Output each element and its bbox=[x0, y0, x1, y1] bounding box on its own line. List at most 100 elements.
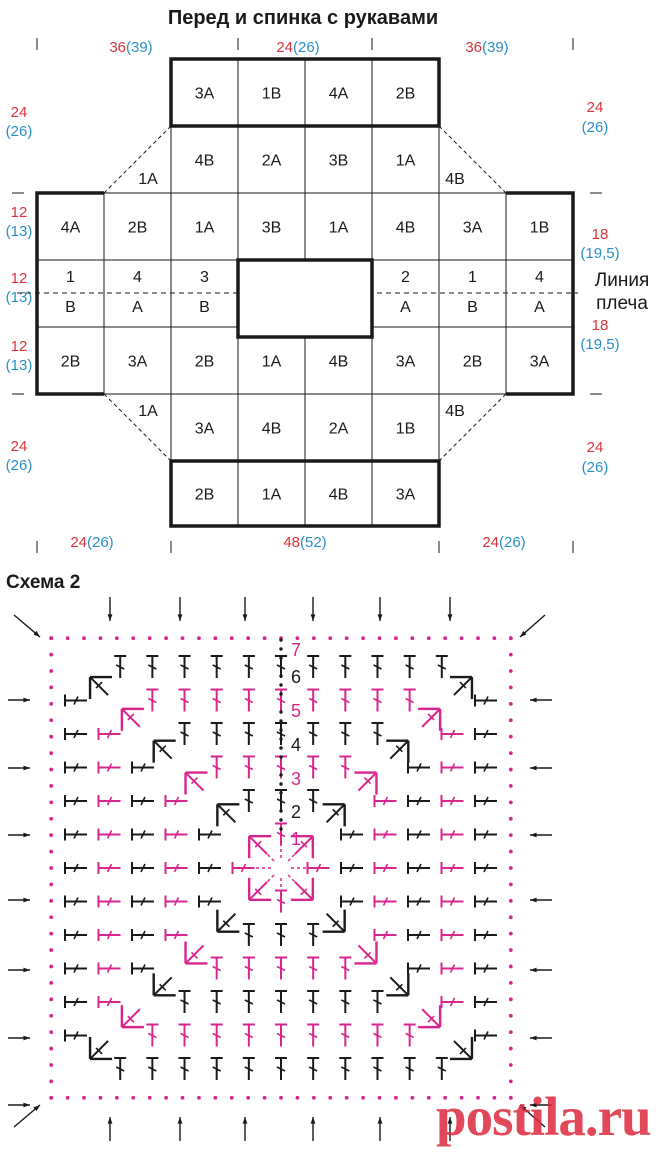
double-crochet-stitch bbox=[483, 863, 489, 873]
chain-dot bbox=[508, 767, 513, 772]
double-crochet-stitch bbox=[73, 729, 79, 739]
cell-label: 4В bbox=[396, 220, 416, 237]
row-start-arrow-head bbox=[530, 697, 537, 703]
left-sleeve-outline bbox=[35, 191, 104, 396]
double-crochet-stitch bbox=[148, 1032, 157, 1039]
row-start-arrow-head bbox=[33, 1105, 40, 1112]
chain-dot bbox=[279, 791, 283, 795]
double-crochet-stitch bbox=[140, 863, 146, 873]
row-start-arrow-head bbox=[23, 765, 30, 771]
row-start-arrow-head bbox=[23, 832, 30, 838]
watermark: postila.ru bbox=[436, 1086, 652, 1147]
row-start-arrow-head bbox=[33, 630, 40, 637]
cell-label-bottom: В bbox=[467, 299, 478, 316]
double-crochet-stitch bbox=[106, 930, 113, 940]
double-crochet-stitch bbox=[173, 830, 180, 839]
double-crochet-stitch bbox=[449, 997, 456, 1007]
double-crochet-stitch bbox=[212, 999, 222, 1005]
corner-stitch-group bbox=[127, 713, 135, 721]
cell-label: 1А bbox=[138, 403, 158, 420]
double-crochet-stitch bbox=[276, 731, 286, 737]
double-crochet-stitch bbox=[212, 1066, 222, 1072]
chain-dot bbox=[65, 1095, 70, 1100]
double-crochet-stitch bbox=[373, 1032, 382, 1039]
chain-dot bbox=[49, 833, 54, 838]
chain-dot bbox=[49, 1095, 54, 1100]
dim-right-3-blue: (19,5) bbox=[580, 336, 619, 353]
double-crochet-stitch bbox=[340, 1066, 350, 1072]
chain-dot bbox=[49, 931, 54, 936]
chain-dot bbox=[180, 1095, 185, 1100]
double-crochet-stitch bbox=[244, 731, 254, 737]
double-crochet-stitch bbox=[73, 997, 79, 1007]
cell-label: 1А bbox=[138, 171, 158, 188]
diagonal-edge bbox=[438, 125, 507, 194]
chain-dot bbox=[49, 784, 54, 788]
cell-label: 3А bbox=[128, 354, 148, 371]
double-crochet-stitch bbox=[308, 965, 318, 972]
double-crochet-stitch bbox=[416, 763, 422, 772]
double-crochet-stitch bbox=[244, 999, 254, 1005]
chain-dot bbox=[213, 1095, 218, 1100]
top-block-outline bbox=[169, 57, 441, 128]
double-crochet-stitch bbox=[140, 897, 146, 906]
double-crochet-stitch bbox=[244, 697, 254, 704]
double-crochet-stitch bbox=[416, 863, 422, 873]
double-crochet-stitch bbox=[276, 999, 286, 1005]
scheme-title: Схема 2 bbox=[6, 572, 81, 593]
chain-dot bbox=[508, 784, 513, 788]
cell-label: 2А bbox=[329, 421, 349, 438]
double-crochet-stitch bbox=[212, 764, 222, 771]
chain-dot bbox=[49, 669, 54, 673]
cell-label-top: 4 bbox=[133, 269, 142, 286]
row-start-arrow-head bbox=[23, 1102, 30, 1108]
double-crochet-stitch bbox=[308, 999, 318, 1005]
chain-dot bbox=[49, 1030, 54, 1035]
chain-dot bbox=[279, 737, 283, 741]
chain-dot bbox=[508, 718, 513, 723]
double-crochet-stitch bbox=[437, 1066, 447, 1072]
cell-label: 3А bbox=[463, 220, 483, 237]
cell-label-bottom: А bbox=[132, 299, 143, 316]
chain-dot bbox=[476, 1095, 480, 1100]
double-crochet-stitch bbox=[373, 664, 382, 670]
cell-label: 2В bbox=[396, 86, 416, 103]
chain-dot bbox=[49, 685, 54, 690]
dim-left-2-red: 12 bbox=[11, 204, 28, 221]
cell-label: 4В bbox=[445, 403, 465, 420]
chain-dot bbox=[164, 636, 168, 641]
cell-label-bottom: А bbox=[400, 299, 411, 316]
chain-dot bbox=[49, 849, 54, 854]
chain-dot bbox=[508, 915, 513, 920]
dim-left-1-red: 24 bbox=[11, 104, 28, 121]
chain-dot bbox=[49, 948, 54, 952]
double-crochet-stitch bbox=[212, 697, 222, 704]
dim-right-4-red: 24 bbox=[587, 439, 604, 456]
chain-dot bbox=[229, 636, 234, 641]
dim-right-2-red: 18 bbox=[592, 226, 609, 243]
chain-dot bbox=[279, 818, 283, 822]
chain-dot bbox=[508, 833, 513, 838]
double-crochet-stitch bbox=[148, 697, 157, 704]
double-crochet-stitch bbox=[212, 664, 222, 670]
double-crochet-stitch bbox=[276, 898, 286, 905]
cell-label: 1В bbox=[262, 86, 282, 103]
double-crochet-stitch bbox=[349, 830, 355, 839]
double-crochet-stitch bbox=[405, 697, 414, 704]
double-crochet-stitch bbox=[382, 930, 389, 940]
chain-dot bbox=[49, 882, 54, 887]
double-crochet-stitch bbox=[106, 763, 113, 772]
double-crochet-stitch bbox=[106, 964, 113, 973]
corner-stitch-group bbox=[300, 888, 308, 896]
cell-label: 3В bbox=[262, 220, 282, 237]
chain-dot bbox=[229, 1095, 234, 1100]
corner-stitch-group bbox=[395, 745, 403, 753]
double-crochet-stitch bbox=[244, 664, 254, 670]
cell-label: 4А bbox=[329, 86, 349, 103]
double-crochet-stitch bbox=[308, 798, 318, 804]
double-crochet-stitch bbox=[483, 696, 489, 705]
corner-stitch-group bbox=[395, 983, 403, 991]
dim-left-4-blue: (13) bbox=[6, 357, 33, 374]
double-crochet-stitch bbox=[483, 729, 489, 739]
